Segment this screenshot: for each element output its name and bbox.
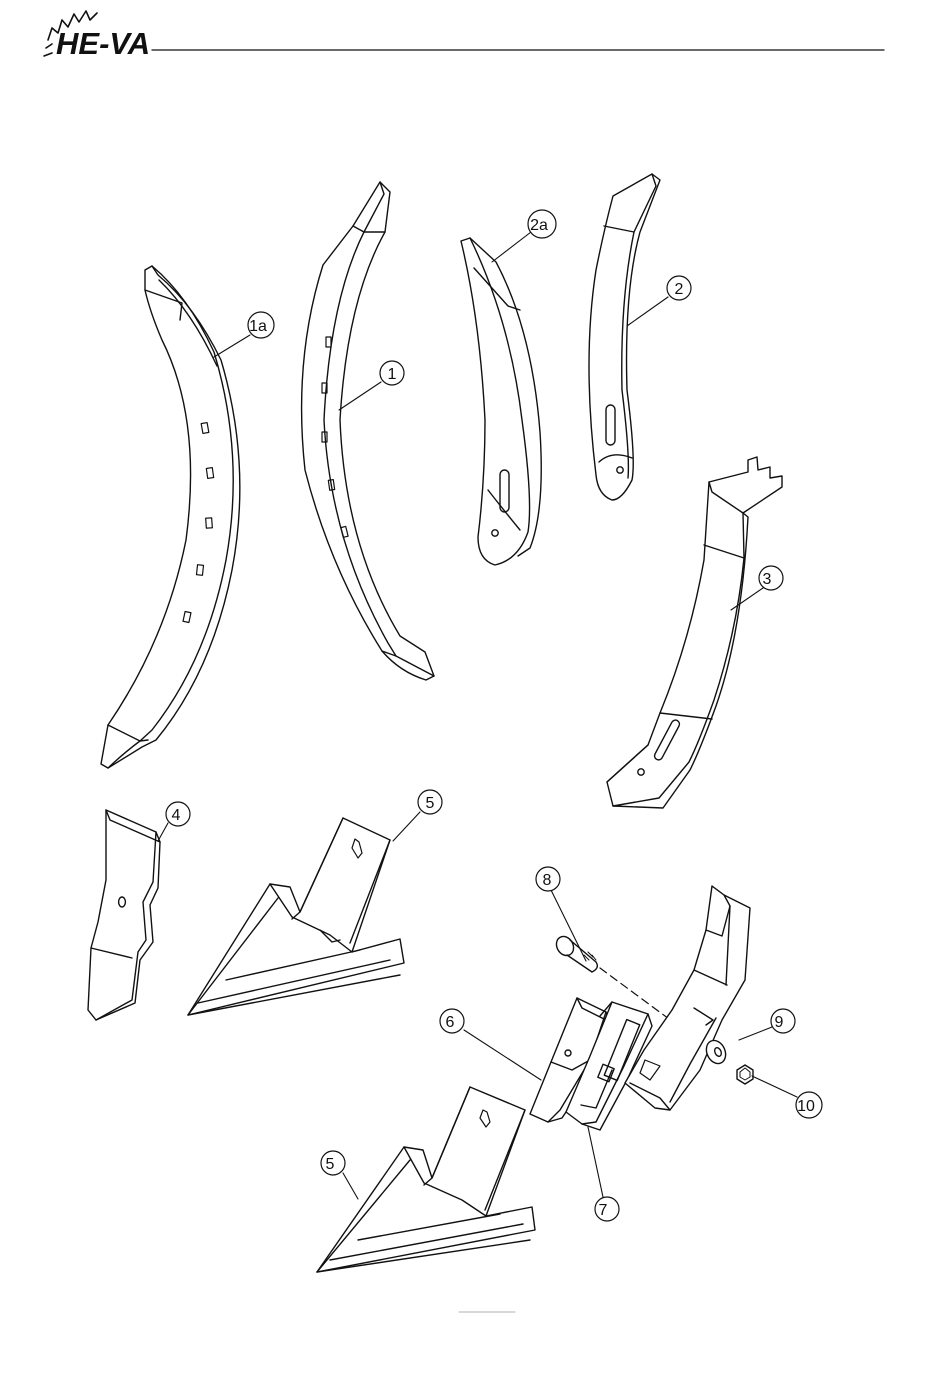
callout-5-bottom-label: 5 — [326, 1156, 335, 1173]
leader-10 — [752, 1076, 797, 1097]
shank-assembly — [625, 886, 750, 1110]
leader-7 — [588, 1127, 603, 1197]
header: HE-VA — [44, 11, 884, 61]
leader-1a — [214, 335, 250, 357]
spring-leaf-2a — [461, 238, 541, 565]
callout-1-label: 1 — [388, 366, 397, 383]
callout-7-label: 7 — [599, 1202, 608, 1219]
sweep-share-5-bottom — [317, 1087, 535, 1272]
leader-4 — [158, 823, 168, 841]
leader-6 — [464, 1030, 541, 1080]
leader-5-bottom — [343, 1173, 358, 1199]
callout-1a-label: 1a — [249, 318, 267, 335]
callout-3-label: 3 — [763, 571, 772, 588]
curved-tine-1a — [101, 266, 240, 768]
leader-2 — [627, 297, 668, 326]
nut-10 — [737, 1065, 753, 1084]
callout-2-label: 2 — [675, 281, 684, 298]
bracket-3 — [607, 457, 782, 808]
leader-2a — [492, 232, 531, 262]
callout-6-label: 6 — [446, 1014, 455, 1031]
leader-5-top — [393, 812, 420, 841]
callout-9-label: 9 — [775, 1014, 784, 1031]
brand-logo: HE-VA — [56, 26, 150, 61]
reversible-point-4 — [88, 810, 160, 1020]
spring-leaf-2 — [589, 174, 660, 500]
callout-8-label: 8 — [543, 872, 552, 889]
sweep-share-5-top — [188, 818, 404, 1015]
callout-10-label: 10 — [797, 1098, 815, 1115]
leader-9 — [739, 1027, 772, 1040]
callout-2a-label: 2a — [530, 217, 548, 234]
leader-1 — [339, 382, 381, 410]
callout-5-top-label: 5 — [426, 795, 435, 812]
callout-4-label: 4 — [172, 807, 181, 824]
curved-tine-1 — [302, 182, 434, 680]
